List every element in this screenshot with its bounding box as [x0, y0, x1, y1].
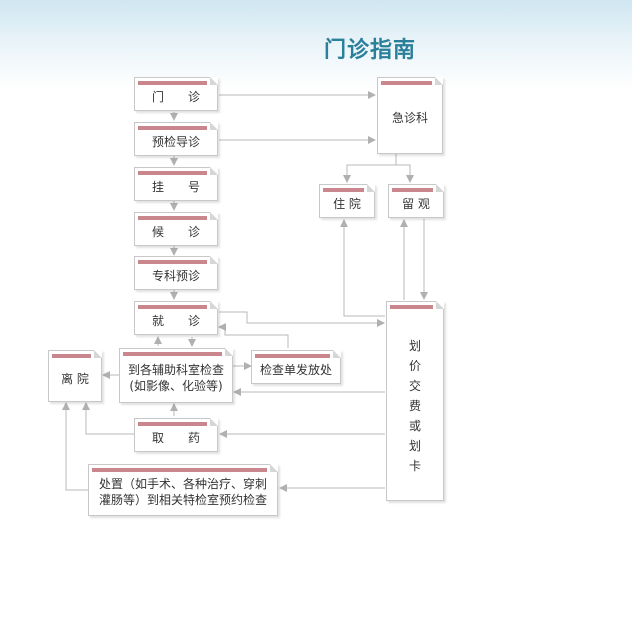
node-label: 留 观	[402, 196, 430, 211]
node-char: 划	[408, 339, 421, 353]
node-label: 住 院	[333, 196, 361, 211]
node-houzhen: 候 诊	[134, 212, 218, 246]
node-label: 门 诊	[151, 89, 200, 104]
node-label: 候 诊	[151, 224, 200, 239]
node-jizhen: 急诊科	[377, 77, 443, 154]
node-fuzhu: 到各辅助科室检查 (如影像、化验等)	[119, 348, 233, 403]
node-menzhen: 门 诊	[134, 77, 218, 111]
arrow-jiuzhen-huajia	[219, 311, 385, 327]
arrow-chuzhi-liyuan	[62, 402, 88, 491]
node-zhuyuan: 住 院	[319, 184, 375, 218]
node-char: 交	[408, 379, 421, 393]
node-chuzhi: 处置（如手术、各种治疗、穿刺 灌肠等）到相关特检室预约检查	[88, 464, 278, 516]
arrow-jizhen-zhuyuan	[343, 154, 397, 183]
arrow-jizhen-liuguan	[396, 164, 414, 183]
arrow-jianchadan-jiuzhen	[218, 323, 289, 348]
node-label: 取 药	[151, 430, 200, 445]
node-label-line1: 到各辅助科室检查	[127, 362, 224, 377]
node-char: 卡	[408, 459, 421, 473]
node-char: 价	[408, 359, 421, 373]
header-gradient	[0, 0, 632, 90]
node-quyao: 取 药	[134, 418, 218, 452]
node-label: 急诊科	[391, 111, 428, 125]
node-label: 检查单发放处	[259, 362, 332, 377]
arrow-quyao-liyuan	[82, 402, 134, 435]
node-char: 或	[408, 419, 421, 433]
node-label: 离 院	[61, 371, 89, 386]
node-label: 预检导诊	[151, 134, 200, 149]
node-label: 就 诊	[151, 313, 200, 328]
node-jianchadan: 检查单发放处	[251, 350, 341, 384]
page-title: 门诊指南	[323, 38, 416, 63]
node-label-line2: (如影像、化验等)	[129, 378, 223, 393]
node-zhuanke: 专科预诊	[134, 256, 218, 290]
node-jiuzhen: 就 诊	[134, 301, 218, 335]
node-huajia: 划 价 交 费 或 划 卡	[386, 301, 444, 501]
node-label: 专科预诊	[151, 268, 200, 283]
node-char: 划	[408, 439, 421, 453]
node-label: 挂 号	[151, 179, 200, 194]
node-guahao: 挂 号	[134, 167, 218, 201]
node-label-line1: 处置（如手术、各种治疗、穿刺	[98, 477, 267, 491]
arrow-huajia-zhuyuan	[340, 219, 385, 317]
node-char: 费	[408, 399, 421, 413]
node-liuguan: 留 观	[388, 184, 444, 218]
node-label-line2: 灌肠等）到相关特检室预约检查	[98, 493, 267, 507]
node-liyuan: 离 院	[48, 350, 102, 402]
node-yujian: 预检导诊	[134, 122, 218, 156]
